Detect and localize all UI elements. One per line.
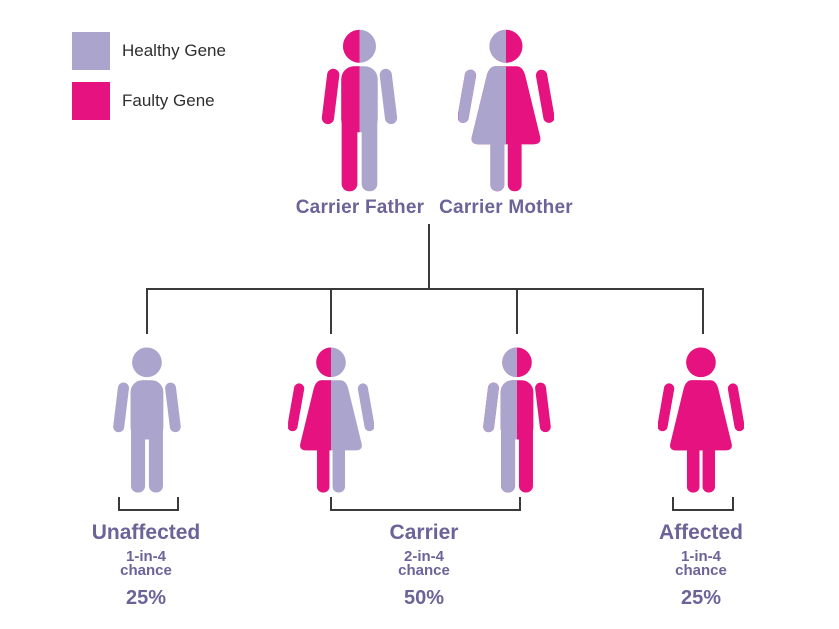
family-tree-drop-line-2 [330,290,332,334]
outcome-title: Unaffected [91,521,201,544]
carrier-father-label: Carrier Father [295,197,425,218]
family-tree-drop-line-3 [516,290,518,334]
outcome-unaffected: Unaffected 1-in-4 chance 25% [46,521,246,610]
outcome-chance-line2: chance [120,562,172,579]
carrier-son-figure [478,346,556,494]
family-tree-stem-line [428,224,430,289]
legend-label-healthy-gene: Healthy Gene [122,41,226,60]
carrier-mother-label: Carrier Mother [439,197,573,218]
unaffected-son-figure [108,346,186,494]
outcome-chance-line1: 2-in-4 [403,548,444,565]
outcome-chance-line2: chance [675,562,727,579]
legend-label-faulty-gene: Faulty Gene [122,91,215,110]
carrier-bracket [330,497,521,511]
outcome-percent: 25% [680,587,722,609]
faulty-gene-swatch [72,82,110,120]
family-tree-horizontal-line [146,288,704,290]
legend-item-healthy-gene: Healthy Gene [72,32,226,70]
outcome-chance: 1-in-4 chance [601,548,801,579]
outcome-carrier: Carrier 2-in-4 chance 50% [324,521,524,610]
outcome-chance: 2-in-4 chance [324,548,524,579]
family-tree-drop-line-1 [146,290,148,334]
outcome-chance-line1: 1-in-4 [680,548,721,565]
legend-item-faulty-gene: Faulty Gene [72,82,215,120]
carrier-father-figure [316,28,403,193]
outcome-chance-line1: 1-in-4 [125,548,166,565]
outcome-affected: Affected 1-in-4 chance 25% [601,521,801,610]
healthy-gene-swatch [72,32,110,70]
affected-daughter-figure [658,346,744,494]
unaffected-bracket [118,497,179,511]
outcome-percent: 50% [403,587,445,609]
outcome-title: Carrier [389,521,459,544]
outcome-chance-line2: chance [398,562,450,579]
affected-bracket [672,497,734,511]
outcome-title: Affected [658,521,743,544]
outcome-percent: 25% [125,587,167,609]
carrier-daughter-figure [288,346,374,494]
outcome-chance: 1-in-4 chance [46,548,246,579]
carrier-mother-figure [458,28,554,193]
family-tree-drop-line-4 [702,290,704,334]
